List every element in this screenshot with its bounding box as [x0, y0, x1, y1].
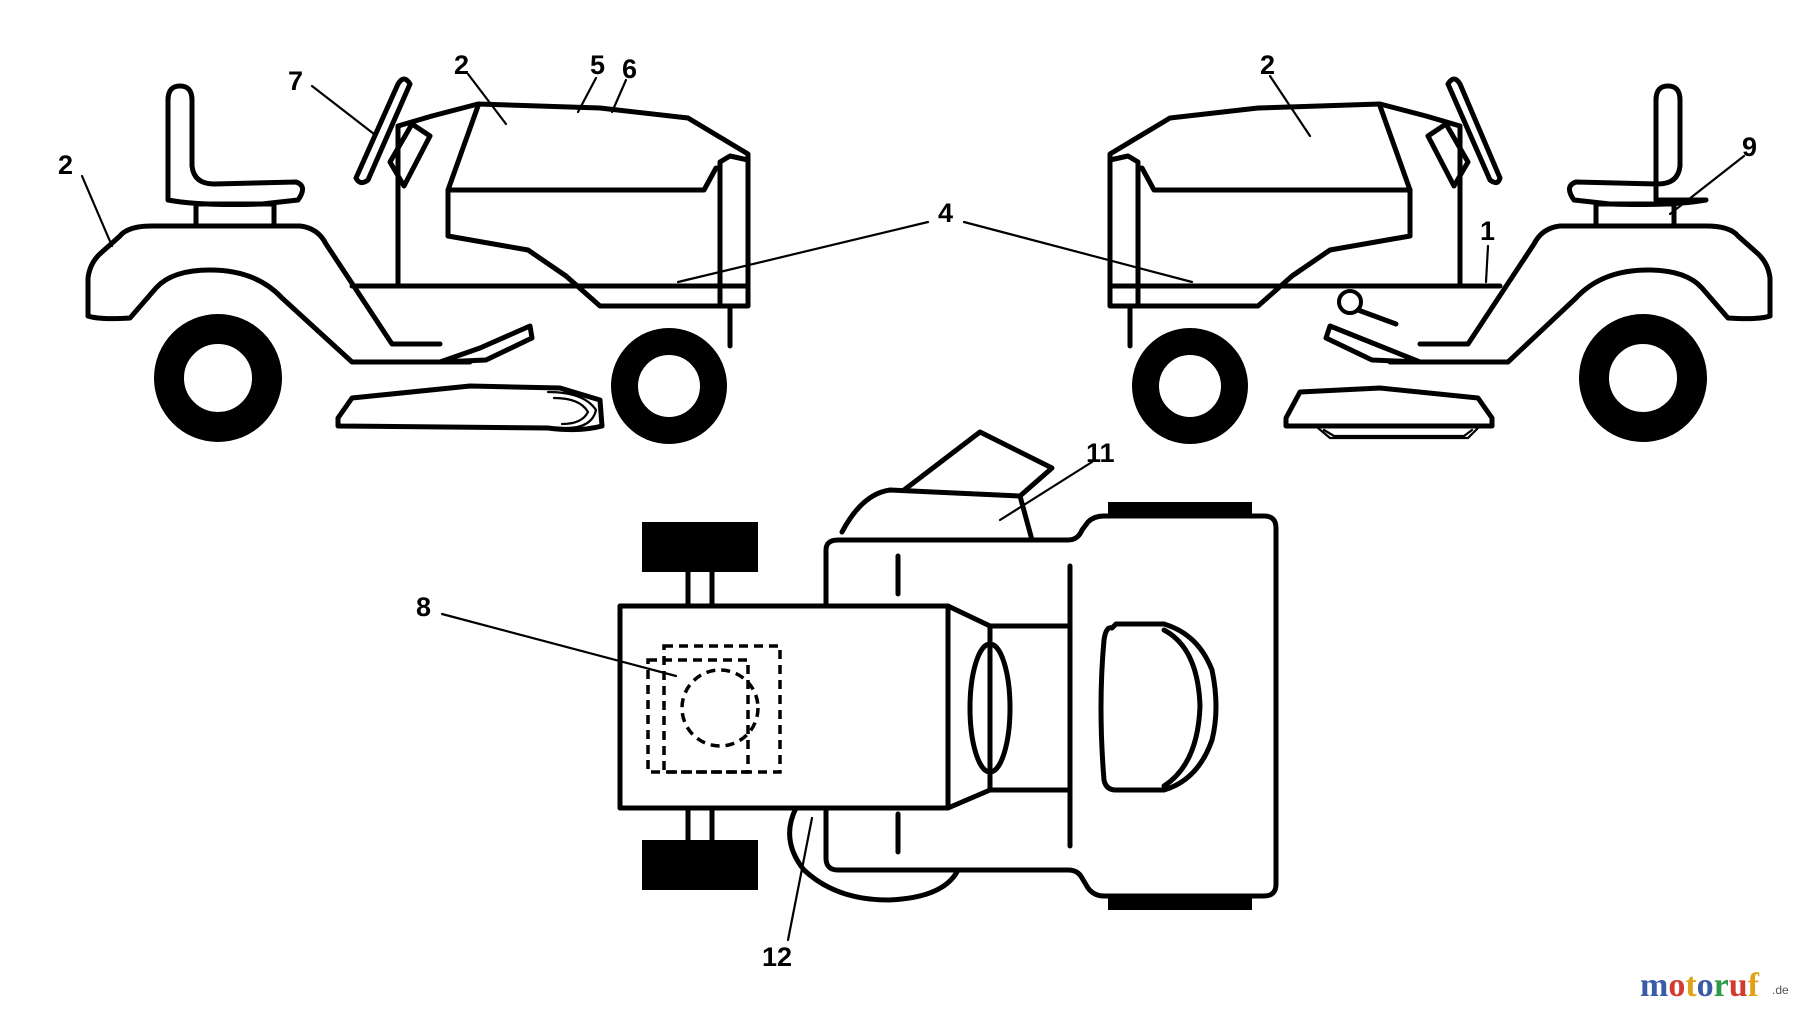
callout-1: 1 — [1480, 216, 1495, 246]
callout-2-hood-right: 2 — [1260, 50, 1275, 80]
callout-2-hood-left: 2 — [454, 50, 469, 80]
callout-2-rear-fender-left: 2 — [58, 150, 73, 180]
callout-8: 8 — [416, 592, 431, 622]
callout-5: 5 — [590, 50, 605, 80]
motoruf-logo: motoruf .de — [1640, 967, 1789, 1004]
logo-letter-u: u — [1729, 967, 1748, 1004]
tractor-top-view — [617, 429, 1279, 910]
callout-11: 11 — [1086, 438, 1115, 468]
callout-4: 4 — [938, 198, 953, 228]
callout-7: 7 — [288, 66, 303, 96]
callout-12: 12 — [762, 942, 792, 972]
leader-lines — [80, 72, 1746, 942]
tractor-right-side-view — [1107, 76, 1773, 444]
logo-letter-o2: o — [1697, 967, 1714, 1004]
logo-suffix: .de — [1772, 983, 1789, 997]
logo-letter-o: o — [1668, 967, 1685, 1004]
logo-letter-r: r — [1714, 967, 1729, 1004]
logo-letter-m: m — [1640, 967, 1668, 1004]
callout-6: 6 — [622, 54, 637, 84]
callout-9: 9 — [1742, 132, 1757, 162]
svg-text:motoruf: motoruf — [1640, 967, 1760, 1004]
callout-labels: 2 7 2 5 6 4 2 9 1 11 8 12 — [58, 50, 1757, 972]
tractor-left-side-view — [85, 76, 751, 444]
logo-letter-t: t — [1685, 967, 1697, 1004]
logo-letter-f: f — [1748, 967, 1760, 1004]
